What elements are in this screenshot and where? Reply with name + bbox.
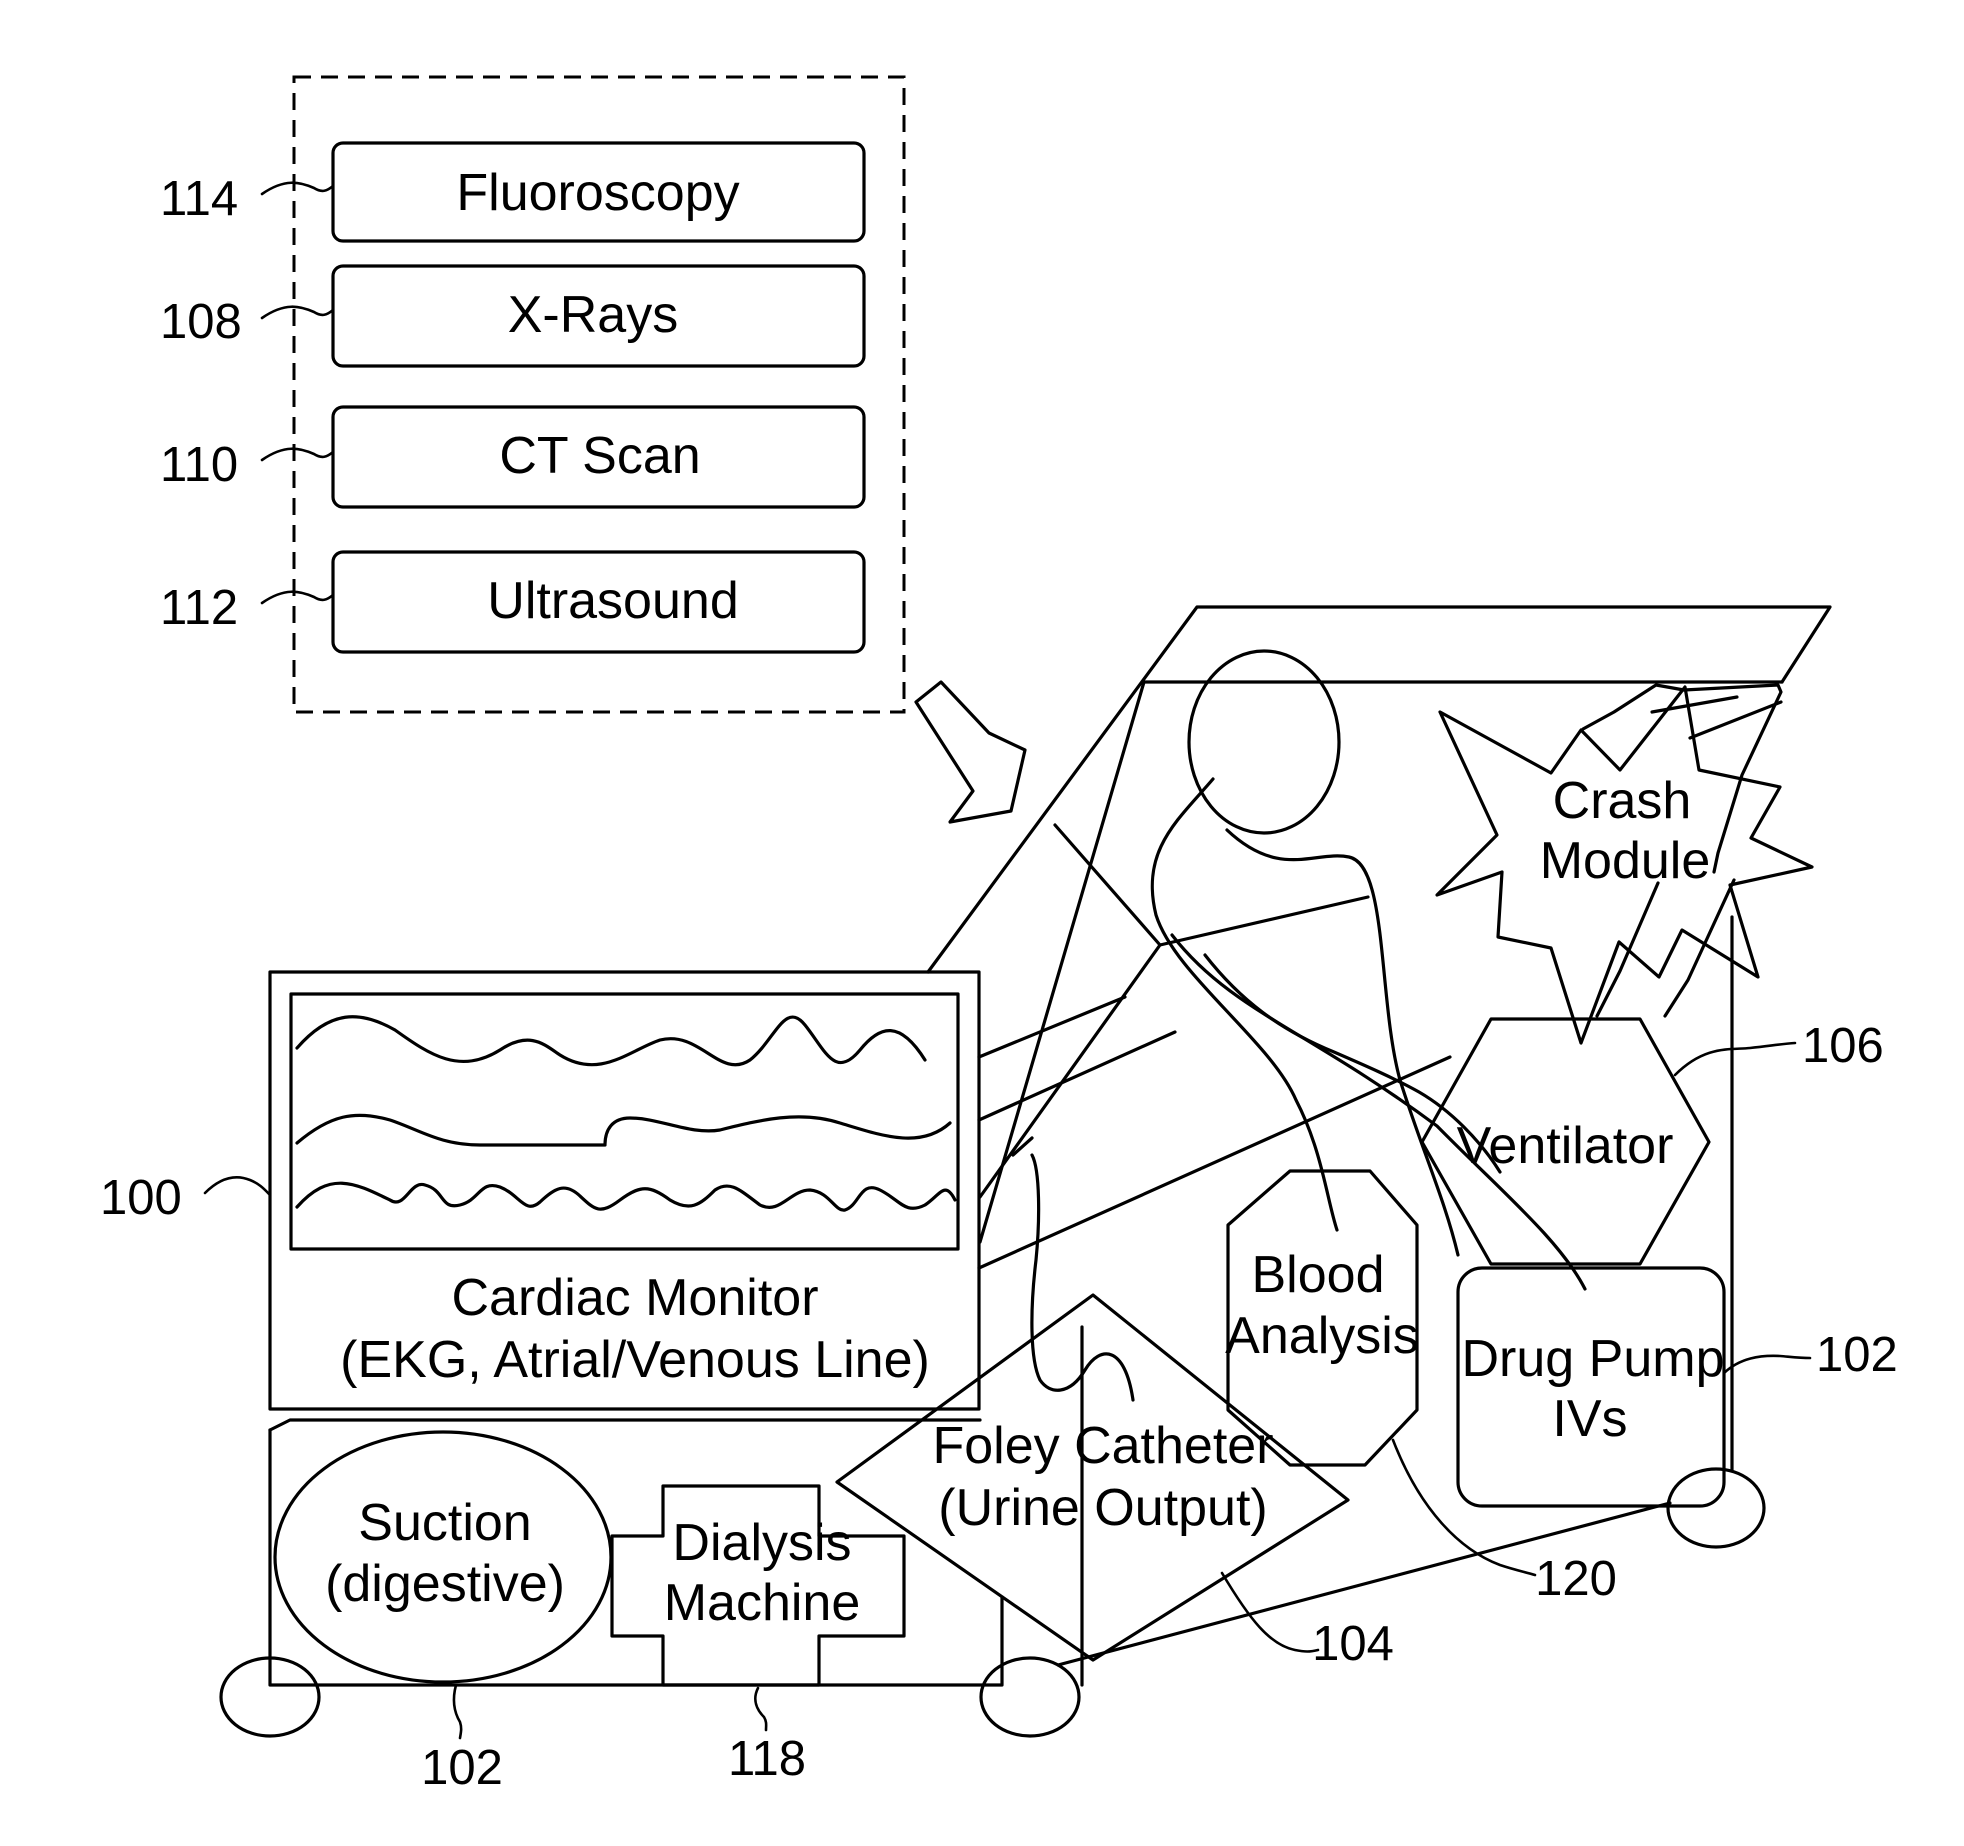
fluoroscopy-leader <box>262 183 333 194</box>
ct-scan-leader <box>262 449 333 460</box>
foley-ref: 104 <box>1312 1617 1394 1671</box>
fluoroscopy-label: Fluoroscopy <box>456 164 739 222</box>
bed-headboard-lines <box>1055 825 1368 945</box>
foley-label-line1: Foley Catheter <box>932 1417 1273 1475</box>
foley-catheter: Foley Catheter (Urine Output) 104 <box>837 1155 1394 1671</box>
drug-pump-label-line2: IVs <box>1552 1390 1627 1448</box>
cardiac-monitor-label-line2: (EKG, Atrial/Venous Line) <box>340 1331 930 1389</box>
ventilator-leader <box>1675 1043 1795 1075</box>
patient-body-left <box>1152 779 1337 1230</box>
suction: Suction (digestive) 102 <box>275 1432 611 1795</box>
fluoroscopy-ref: 114 <box>160 172 238 226</box>
blood-analysis-label-line1: Blood <box>1252 1246 1385 1304</box>
bed-diagonal-strut <box>980 945 1160 1197</box>
crash-module: Crash Module <box>1437 685 1812 1043</box>
ct-scan-ref: 110 <box>160 438 238 492</box>
suction-leader <box>454 1685 461 1738</box>
crash-module-label-line1: Crash <box>1553 772 1692 830</box>
patient-figure <box>1152 651 1585 1289</box>
suction-label-line1: Suction <box>358 1494 531 1552</box>
crash-module-label-line2: Module <box>1540 832 1711 890</box>
suction-label-line2: (digestive) <box>325 1555 565 1613</box>
hollow-arrow-icon <box>916 682 1025 822</box>
cardiac-monitor-ref: 100 <box>100 1171 182 1225</box>
dialysis-leader <box>755 1688 766 1730</box>
xrays-leader <box>262 307 333 318</box>
crash-module-tube-lower <box>1665 880 1734 1016</box>
dialysis-label-line1: Dialysis <box>672 1514 851 1572</box>
wheel-back-right-icon <box>1668 1469 1764 1547</box>
ventilator-label: Ventilator <box>1457 1117 1674 1175</box>
drug-pump-leader <box>1724 1356 1810 1373</box>
ekg-trace-1 <box>297 1017 925 1065</box>
suction-ref: 102 <box>421 1741 503 1795</box>
blood-analysis-label-line2: Analysis <box>1225 1307 1419 1365</box>
xrays-ref: 108 <box>160 295 242 349</box>
cardiac-monitor-leader <box>205 1177 270 1195</box>
ultrasound-ref: 112 <box>160 581 238 635</box>
blood-analysis-ref: 120 <box>1535 1552 1617 1606</box>
wheel-front-right-icon <box>981 1658 1079 1736</box>
ultrasound-label: Ultrasound <box>487 572 738 630</box>
patient-body-right <box>1227 830 1458 1255</box>
imaging-group: Fluoroscopy 114 X-Rays 108 CT Scan 110 U… <box>160 77 904 712</box>
ventilator-ref: 106 <box>1802 1019 1884 1073</box>
ct-scan-label: CT Scan <box>499 427 700 485</box>
drug-pump-ref: 102 <box>1816 1328 1898 1382</box>
drug-pump: Drug Pump IVs 102 <box>1458 1268 1898 1506</box>
drug-pump-label-line1: Drug Pump <box>1462 1330 1725 1388</box>
dialysis-machine: Dialysis Machine 118 <box>612 1486 904 1786</box>
bed-side-edge-left <box>980 682 1144 1242</box>
xrays-label: X-Rays <box>508 286 678 344</box>
cart-top-edge <box>270 1420 980 1430</box>
patient-head <box>1189 651 1339 833</box>
foley-leader <box>1222 1573 1318 1652</box>
ekg-trace-2 <box>297 1115 950 1145</box>
ultrasound-leader <box>262 592 333 603</box>
dialysis-label-line2: Machine <box>664 1574 861 1632</box>
cardiac-monitor: Cardiac Monitor (EKG, Atrial/Venous Line… <box>100 972 979 1409</box>
foley-label-line2: (Urine Output) <box>938 1479 1267 1537</box>
ekg-trace-3 <box>297 1183 955 1210</box>
ventilator: Ventilator 106 <box>1422 1019 1884 1264</box>
dialysis-ref: 118 <box>728 1732 806 1786</box>
cardiac-monitor-label-line1: Cardiac Monitor <box>451 1269 818 1327</box>
